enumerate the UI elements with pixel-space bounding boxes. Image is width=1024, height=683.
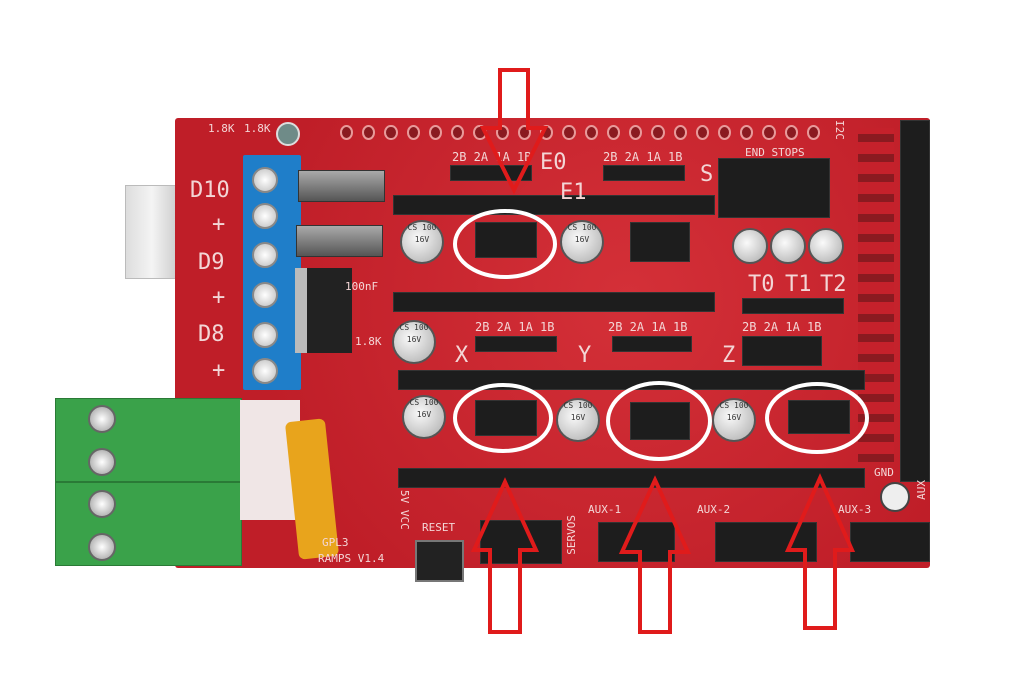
label-gpl3: GPL3 — [322, 536, 349, 549]
mounting-hole — [276, 122, 300, 146]
label-plus: + — [212, 358, 226, 383]
screw-icon — [88, 405, 116, 433]
capacitor: CS 100 16V — [402, 395, 446, 439]
label-resistor: 1.8K — [244, 122, 271, 135]
aux-1-header — [598, 522, 675, 562]
up-arrow-icon — [470, 477, 540, 634]
capacitor: CS 100 16V — [392, 320, 436, 364]
screw-icon — [88, 490, 116, 518]
green-power-terminal-bottom — [55, 482, 242, 566]
screw-icon — [252, 322, 278, 348]
label-ramps-version: RAMPS V1.4 — [318, 552, 385, 565]
label-e1: E1 — [560, 180, 587, 205]
label-resistor: 1.8K — [355, 335, 382, 348]
thermistor-capacitor — [808, 228, 844, 264]
label-reset: RESET — [422, 521, 456, 534]
capacitor: CS 100 16V — [400, 220, 444, 264]
thermistor-header — [742, 298, 844, 314]
label-5v-vcc: 5V VCC — [398, 490, 411, 530]
microstep-jumpers-z[interactable] — [788, 400, 850, 434]
label-y: Y — [578, 343, 592, 368]
microstep-jumpers-y[interactable] — [630, 402, 690, 440]
thermistor-capacitor — [732, 228, 768, 264]
label-aux-1: AUX-1 — [588, 503, 622, 516]
label-t1: T1 — [785, 272, 812, 297]
stepper-header-z — [742, 336, 822, 366]
voltage-regulator — [295, 268, 352, 353]
green-power-terminal-top — [55, 398, 242, 482]
label-t0: T0 — [748, 272, 775, 297]
label-i2c: I2C — [833, 120, 846, 140]
highlight-circle-x — [453, 383, 553, 453]
label-stepper-pins: 2B 2A 1A 1B — [452, 150, 532, 164]
stepper-header-e0 — [450, 165, 532, 181]
highlight-circle-e0 — [453, 209, 557, 279]
screw-icon — [252, 203, 278, 229]
label-aux-3: AUX-3 — [838, 503, 872, 516]
highlight-circle-y — [606, 381, 712, 461]
label-s: S — [700, 162, 714, 187]
mega-header-right — [900, 120, 930, 482]
stepper-header-e1 — [603, 165, 685, 181]
mounting-hole — [880, 482, 910, 512]
microstep-jumpers-x[interactable] — [475, 400, 537, 436]
driver-socket-top — [393, 195, 715, 215]
capacitor: CS 100 16V — [556, 398, 600, 442]
aux-2-header — [715, 522, 817, 562]
screw-icon — [252, 167, 278, 193]
usb-connector — [125, 185, 179, 279]
highlight-circle-z — [765, 382, 869, 454]
label-t2: T2 — [820, 272, 847, 297]
stepper-header-x — [475, 336, 557, 352]
capacitor: CS 100 16V — [560, 220, 604, 264]
label-stepper-pins: 2B 2A 1A 1B — [742, 320, 822, 334]
screw-icon — [252, 282, 278, 308]
screw-icon — [252, 358, 278, 384]
label-100nf: 100nF — [345, 280, 379, 293]
label-z: Z — [722, 343, 736, 368]
stepper-header-y — [612, 336, 692, 352]
thermistor-capacitor — [770, 228, 806, 264]
driver-socket-bottom — [398, 468, 865, 488]
label-stepper-pins: 2B 2A 1A 1B — [603, 150, 683, 164]
microstep-jumpers-e0[interactable] — [475, 222, 537, 258]
mosfet — [296, 225, 383, 257]
down-arrow-icon — [479, 68, 549, 195]
label-resistor: 1.8K — [208, 122, 235, 135]
label-stepper-pins: 2B 2A 1A 1B — [608, 320, 688, 334]
screw-icon — [88, 448, 116, 476]
label-x: X — [455, 343, 469, 368]
capacitor: CS 100 16V — [712, 398, 756, 442]
label-e0: E0 — [540, 150, 567, 175]
label-end-stops: END STOPS — [745, 146, 805, 159]
label-d8: D8 — [198, 322, 225, 347]
label-plus: + — [212, 285, 226, 310]
reset-button[interactable] — [415, 540, 464, 582]
label-gnd: GND — [874, 466, 894, 479]
screw-icon — [88, 533, 116, 561]
up-arrow-icon — [618, 475, 692, 634]
label-d9: D9 — [198, 250, 225, 275]
screw-icon — [252, 242, 278, 268]
label-plus: + — [212, 212, 226, 237]
endstop-header — [718, 158, 830, 218]
blue-power-terminal — [243, 155, 301, 390]
label-d10: D10 — [190, 178, 230, 203]
mosfet — [298, 170, 385, 202]
label-aux-2: AUX-2 — [697, 503, 731, 516]
up-arrow-icon — [784, 473, 856, 630]
microstep-jumpers-e1[interactable] — [630, 222, 690, 262]
driver-socket-top — [393, 292, 715, 312]
label-stepper-pins: 2B 2A 1A 1B — [475, 320, 555, 334]
